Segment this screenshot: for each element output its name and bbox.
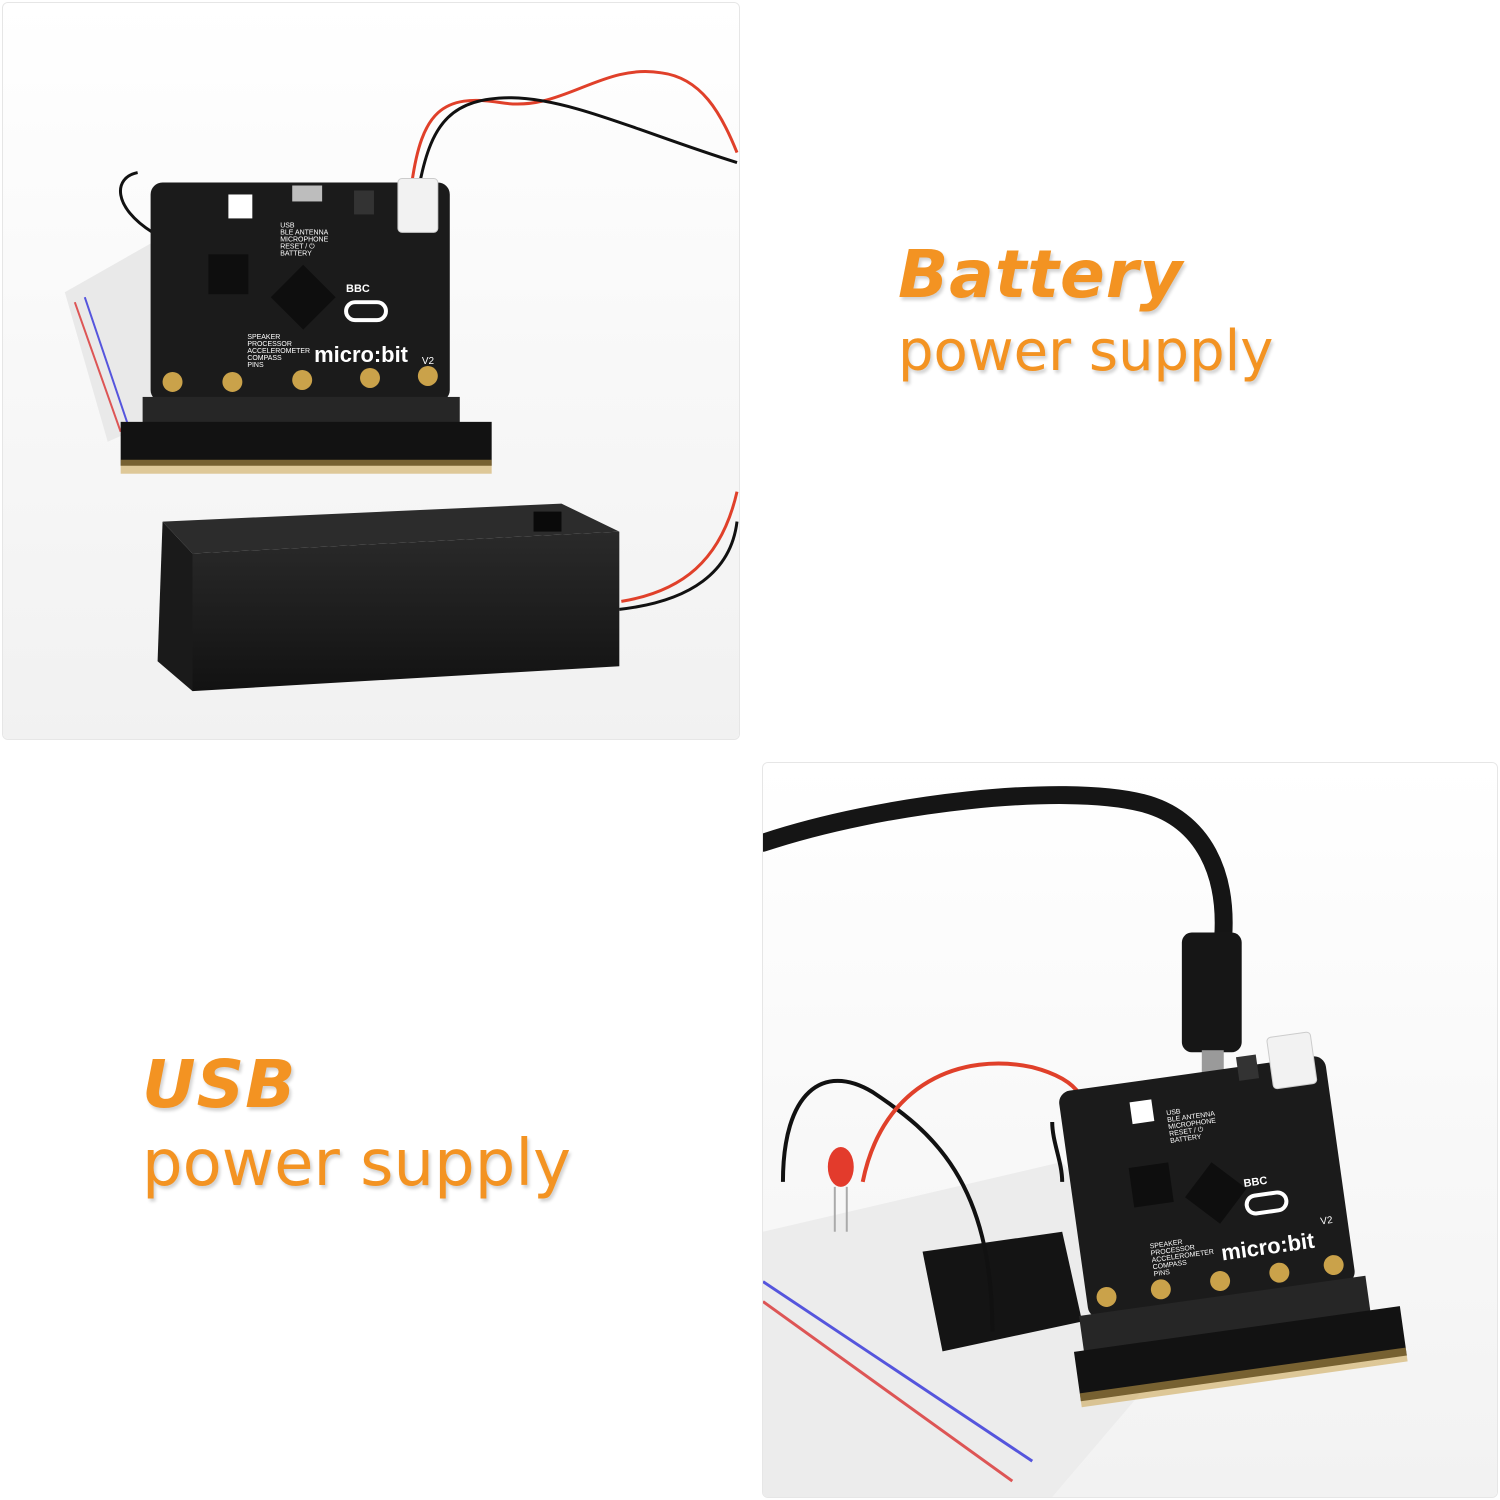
led-icon [827,1146,854,1232]
breadboard [64,242,153,442]
feature-ble-text: BLE ANTENNA [280,229,328,236]
feature-pins-text: PINS [1153,1269,1170,1278]
feature-battery-text: BATTERY [280,250,312,257]
battery-caption: Battery power supply [898,242,1273,380]
microbit-board: micro:bit BBC V2 USB BLE ANTENNA MICROPH… [120,178,492,474]
microbit-logo-text: micro:bit [314,342,409,367]
feature-speaker-text: SPEAKER [1149,1239,1183,1251]
usb-photo-illustration: micro:bit BBC V2 USB BLE ANTENNA MICROPH… [763,763,1497,1497]
usb-photo: micro:bit BBC V2 USB BLE ANTENNA MICROPH… [762,762,1498,1498]
feature-compass-text: COMPASS [247,355,282,362]
board-version-text: V2 [1320,1215,1334,1228]
feature-mic-text: MICROPHONE [280,236,328,243]
feature-speaker-text: SPEAKER [247,334,280,341]
feature-usb-text: USB [1166,1108,1182,1117]
usb-caption-subtitle: power supply [142,1127,571,1201]
bbc-logo-text: BBC [346,283,370,295]
microbit-board: micro:bit BBC V2 USB BLE ANTENNA MICROPH… [1059,1031,1408,1408]
board-version-text: V2 [422,356,435,367]
battery-caption-title: Battery [898,236,1184,313]
feature-accel-text: ACCELEROMETER [247,348,310,355]
usb-cable [763,786,1242,1077]
battery-wires [119,70,739,611]
battery-photo-illustration: micro:bit BBC V2 USB BLE ANTENNA MICROPH… [3,3,739,739]
battery-photo: micro:bit BBC V2 USB BLE ANTENNA MICROPH… [2,2,740,740]
feature-compass-text: COMPASS [1152,1260,1187,1272]
feature-pins-text: PINS [247,362,264,369]
usb-caption: USB power supply [142,1046,571,1201]
usb-caption-title: USB [142,1046,297,1123]
battery-box [157,503,620,692]
feature-processor-text: PROCESSOR [247,341,292,348]
battery-caption-subtitle: power supply [898,319,1274,384]
feature-reset-text: RESET / ⏻ [280,242,315,250]
bbc-logo-text: BBC [1243,1175,1268,1190]
feature-usb-text: USB [280,222,295,229]
feature-battery-text: BATTERY [1170,1134,1203,1145]
